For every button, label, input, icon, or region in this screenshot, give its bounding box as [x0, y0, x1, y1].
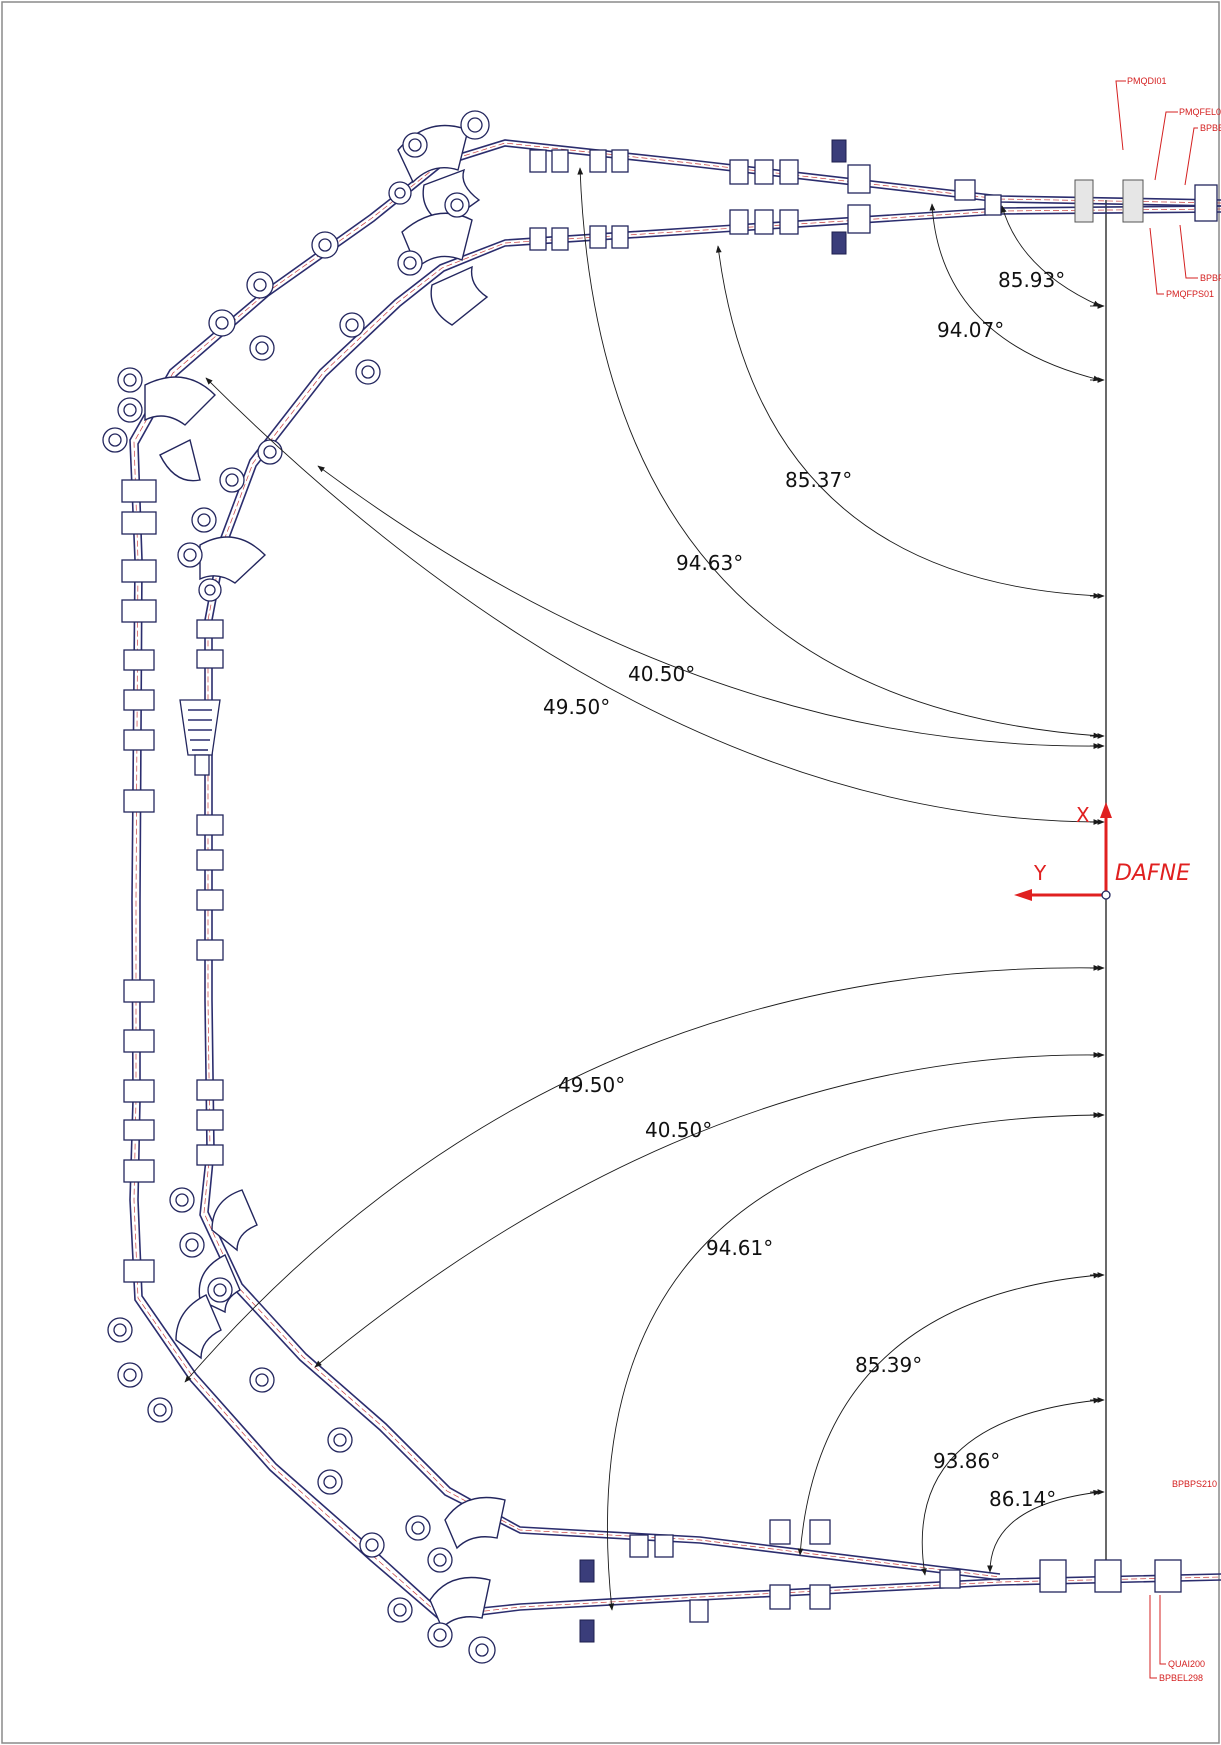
angle-bottom-outer-mid: 94.61° [706, 1236, 773, 1260]
angle-top-inner-large: 40.50° [628, 662, 695, 686]
outer-ring [129, 139, 1221, 1621]
element-labels: PMQDI01 PMQFEL01 BPBE BPBP PMQFPS01 BPBP… [1115, 76, 1221, 1683]
label-pmqdi01: PMQDI01 [1127, 76, 1167, 86]
label-bpbel298: BPBEL298 [1159, 1673, 1203, 1683]
angle-top-inner-mid: 85.37° [785, 468, 852, 492]
angle-bottom-outer-small: 93.86° [933, 1449, 1000, 1473]
angle-top-outer-mid: 94.63° [676, 551, 743, 575]
angle-top-inner-small: 85.93° [998, 268, 1065, 292]
angle-bottom-outer-large: 49.50° [558, 1073, 625, 1097]
angle-bottom-inner-small: 86.14° [989, 1487, 1056, 1511]
ip-tick-arrows [1090, 303, 1105, 1495]
label-pmqfps01: PMQFPS01 [1166, 289, 1214, 299]
inner-ring [199, 205, 1221, 1581]
straight-section-magnets [121, 139, 1218, 1643]
angle-labels: 85.93° 94.07° 85.37° 94.63° 40.50° 49.50… [543, 268, 1065, 1511]
reference-frame: X Y DAFNE [1014, 802, 1190, 901]
angle-bottom-inner-mid: 85.39° [855, 1353, 922, 1377]
label-bpbp: BPBP [1200, 273, 1221, 283]
wiggler-section [179, 699, 221, 776]
x-axis-arrowhead [1100, 802, 1112, 818]
dipole-arcs [102, 110, 496, 1664]
origin-marker [1101, 890, 1111, 900]
y-axis-letter: Y [1033, 861, 1047, 885]
x-axis-letter: X [1076, 803, 1090, 827]
label-bpbps210: BPBPS210 [1172, 1479, 1217, 1489]
angle-top-outer-large: 49.50° [543, 695, 610, 719]
angle-top-outer-small: 94.07° [937, 318, 1004, 342]
label-quai200: QUAI200 [1168, 1659, 1205, 1669]
label-bpbe: BPBE [1200, 123, 1221, 133]
angle-bottom-inner-large: 40.50° [645, 1118, 712, 1142]
angle-dimension-arcs [184, 167, 1101, 1611]
machine-name-label: DAFNE [1115, 861, 1190, 886]
label-pmqfel01: PMQFEL01 [1179, 107, 1221, 117]
y-axis-arrowhead [1014, 889, 1032, 901]
